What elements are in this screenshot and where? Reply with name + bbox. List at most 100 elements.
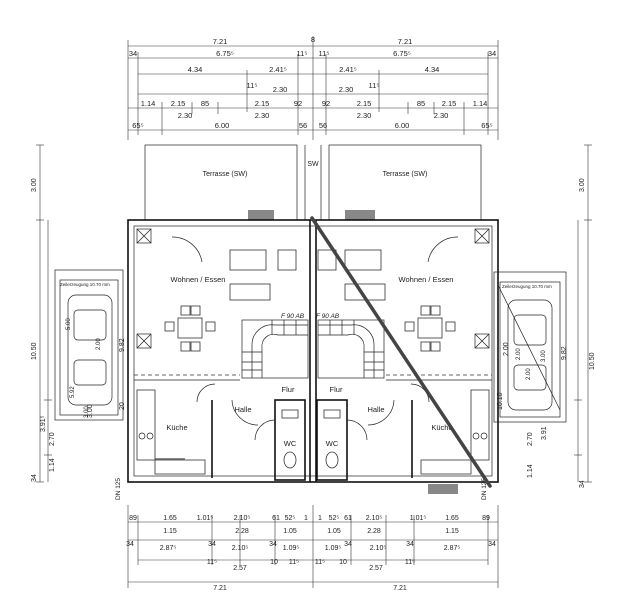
dim-label: 6.00 [215,121,230,130]
dim-right: 10.50 [589,352,596,370]
dim-label: 11⁵ [369,81,380,90]
dim-bottom-total-left: 7.21 [213,585,227,592]
dim-right: 1.14 [527,464,534,478]
dim-right: 3.00 [579,178,586,192]
dim-label: 4.34 [425,65,440,74]
dim-bottom: 10 [270,559,278,566]
diagonal-strike-line [310,216,492,488]
dim-bottom: 1.05 [283,528,297,535]
dim-bottom: 2.57 [369,565,383,572]
dim-label: 11⁵ [319,49,330,58]
dim-label: 34 [129,49,137,58]
room-living-right: Wohnen / Essen [399,275,454,284]
dim-label: 56 [299,121,307,130]
dim-bottom: 34 [488,541,496,548]
room-halle-right: Halle [367,405,384,414]
dim-right: 3.91 [541,426,548,440]
terrace-right-label: Terrasse (SW) [383,171,428,178]
dim-bottom: 1.05 [327,528,341,535]
dim-label: 2.15 [442,99,457,108]
dim-inner-left: 9.82 [119,338,126,352]
side-dimensions: 3.00 10.50 3.91⁵ 2.70 1.14 34 3.00 10.50… [31,144,596,488]
room-kitchen-right: Küche [431,423,452,432]
staircases [241,319,385,379]
dim-left: 3.91⁵ [40,415,47,432]
dim-bottom: 1 [304,515,308,522]
dim-label: 2.15 [255,99,270,108]
dim-bottom: 11⁵ [207,559,217,566]
dim-bottom: 1.65 [163,515,177,522]
dim-bottom: 61 [272,515,280,522]
dim-bottom: 89 [129,515,137,522]
dim-bottom: 34 [126,541,134,548]
dim-bottom-total-right: 7.21 [393,585,407,592]
dim-label: 6.75⁵ [216,49,234,58]
dim-bottom: 2.87⁵ [444,545,461,552]
dim-bottom: 2.28 [367,528,381,535]
garages: Zeilerzeugung 10.70 mm Zeilerzeugung 10.… [54,269,567,423]
dim-bottom: 1 [318,515,322,522]
furniture [136,249,490,475]
dim-bottom: 34 [344,541,352,548]
dim-top-center-mark: 8 [311,35,315,44]
dim-label: 92 [294,99,302,108]
dim-bottom: 2.10⁵ [370,545,387,552]
dim-right: 9.82 [561,346,568,360]
dim-bottom: 1.15 [445,528,459,535]
dim-top-total-right: 7.21 [398,37,413,46]
stair-left-label: F 90 AB [281,313,305,320]
dim-label: 34 [488,49,496,58]
dim-right: 2.70 [527,432,534,446]
dim-label: 2.30 [273,85,288,94]
dim-right: 34 [579,480,586,488]
dim-inner-right: 2.00 [503,342,510,356]
dim-left: 1.14 [49,458,56,472]
dim-label: 85 [201,99,209,108]
dim-left: 3.00 [31,178,38,192]
dim-bottom: 11⁵ [405,559,415,566]
dim-label: 4.34 [188,65,203,74]
dim-bottom: 2.10⁵ [232,545,249,552]
room-flur-right: Flur [330,385,343,394]
bottom-dimensions: 89 1.65 1.01⁵ 2.10⁵ 61 52⁵ 1 1 52⁵ 61 2.… [126,505,499,592]
dim-bottom: 34 [208,541,216,548]
garage-left-dim: 3.00 [84,406,90,418]
dn-left-label: DN 125 [115,478,122,500]
dim-inner-left: 20 [119,402,126,410]
dim-inner-left: 3.00 [87,404,94,418]
dim-bottom: 1.09⁵ [283,545,300,552]
room-wc-left: WC [284,439,297,448]
dim-bottom: 52⁵ [329,515,340,522]
dim-left: 2.70 [49,432,56,446]
dim-bottom: 1.01⁵ [197,515,214,522]
dim-bottom: 61 [344,515,352,522]
stair-right-label: F 90 AB [316,313,340,320]
dim-label: 6.00 [395,121,410,130]
dim-bottom: 2.10⁵ [366,515,383,522]
garage-right-title: Zeilerzeugung 10.70 mm [502,284,552,289]
dim-bottom: 34 [269,541,277,548]
top-dimensions: 7.21 8 7.21 34 6.75⁵ 11⁵ 11⁵ 6.75⁵ 34 4.… [127,35,499,140]
dim-label: 2.30 [434,111,449,120]
garage-left-title: Zeilerzeugung 10.70 mm [60,282,110,287]
dim-label: 2.30 [339,85,354,94]
dim-bottom: 11⁵ [289,559,299,566]
dim-label: 2.30 [255,111,270,120]
garage-left-dim: 5.00 [66,318,72,330]
garage-right-dim: 2.00 [526,368,532,380]
room-kitchen-left: Küche [166,423,187,432]
dim-label: 11⁵ [297,49,308,58]
window-sill [248,210,274,220]
terrace-left-label: Terrasse (SW) [203,171,248,178]
dim-label: 65⁵ [481,121,492,130]
dim-bottom: 1.09⁵ [325,545,342,552]
dim-label: 2.15 [357,99,372,108]
dim-bottom: 1.01⁵ [410,515,427,522]
window-sill [345,210,375,220]
sw-label: SW [307,161,319,168]
room-halle-left: Halle [234,405,251,414]
dim-label: 2.41⁵ [339,65,357,74]
dim-label: 1.14 [473,99,488,108]
dim-label: 6.75⁵ [393,49,411,58]
dim-bottom: 10 [339,559,347,566]
